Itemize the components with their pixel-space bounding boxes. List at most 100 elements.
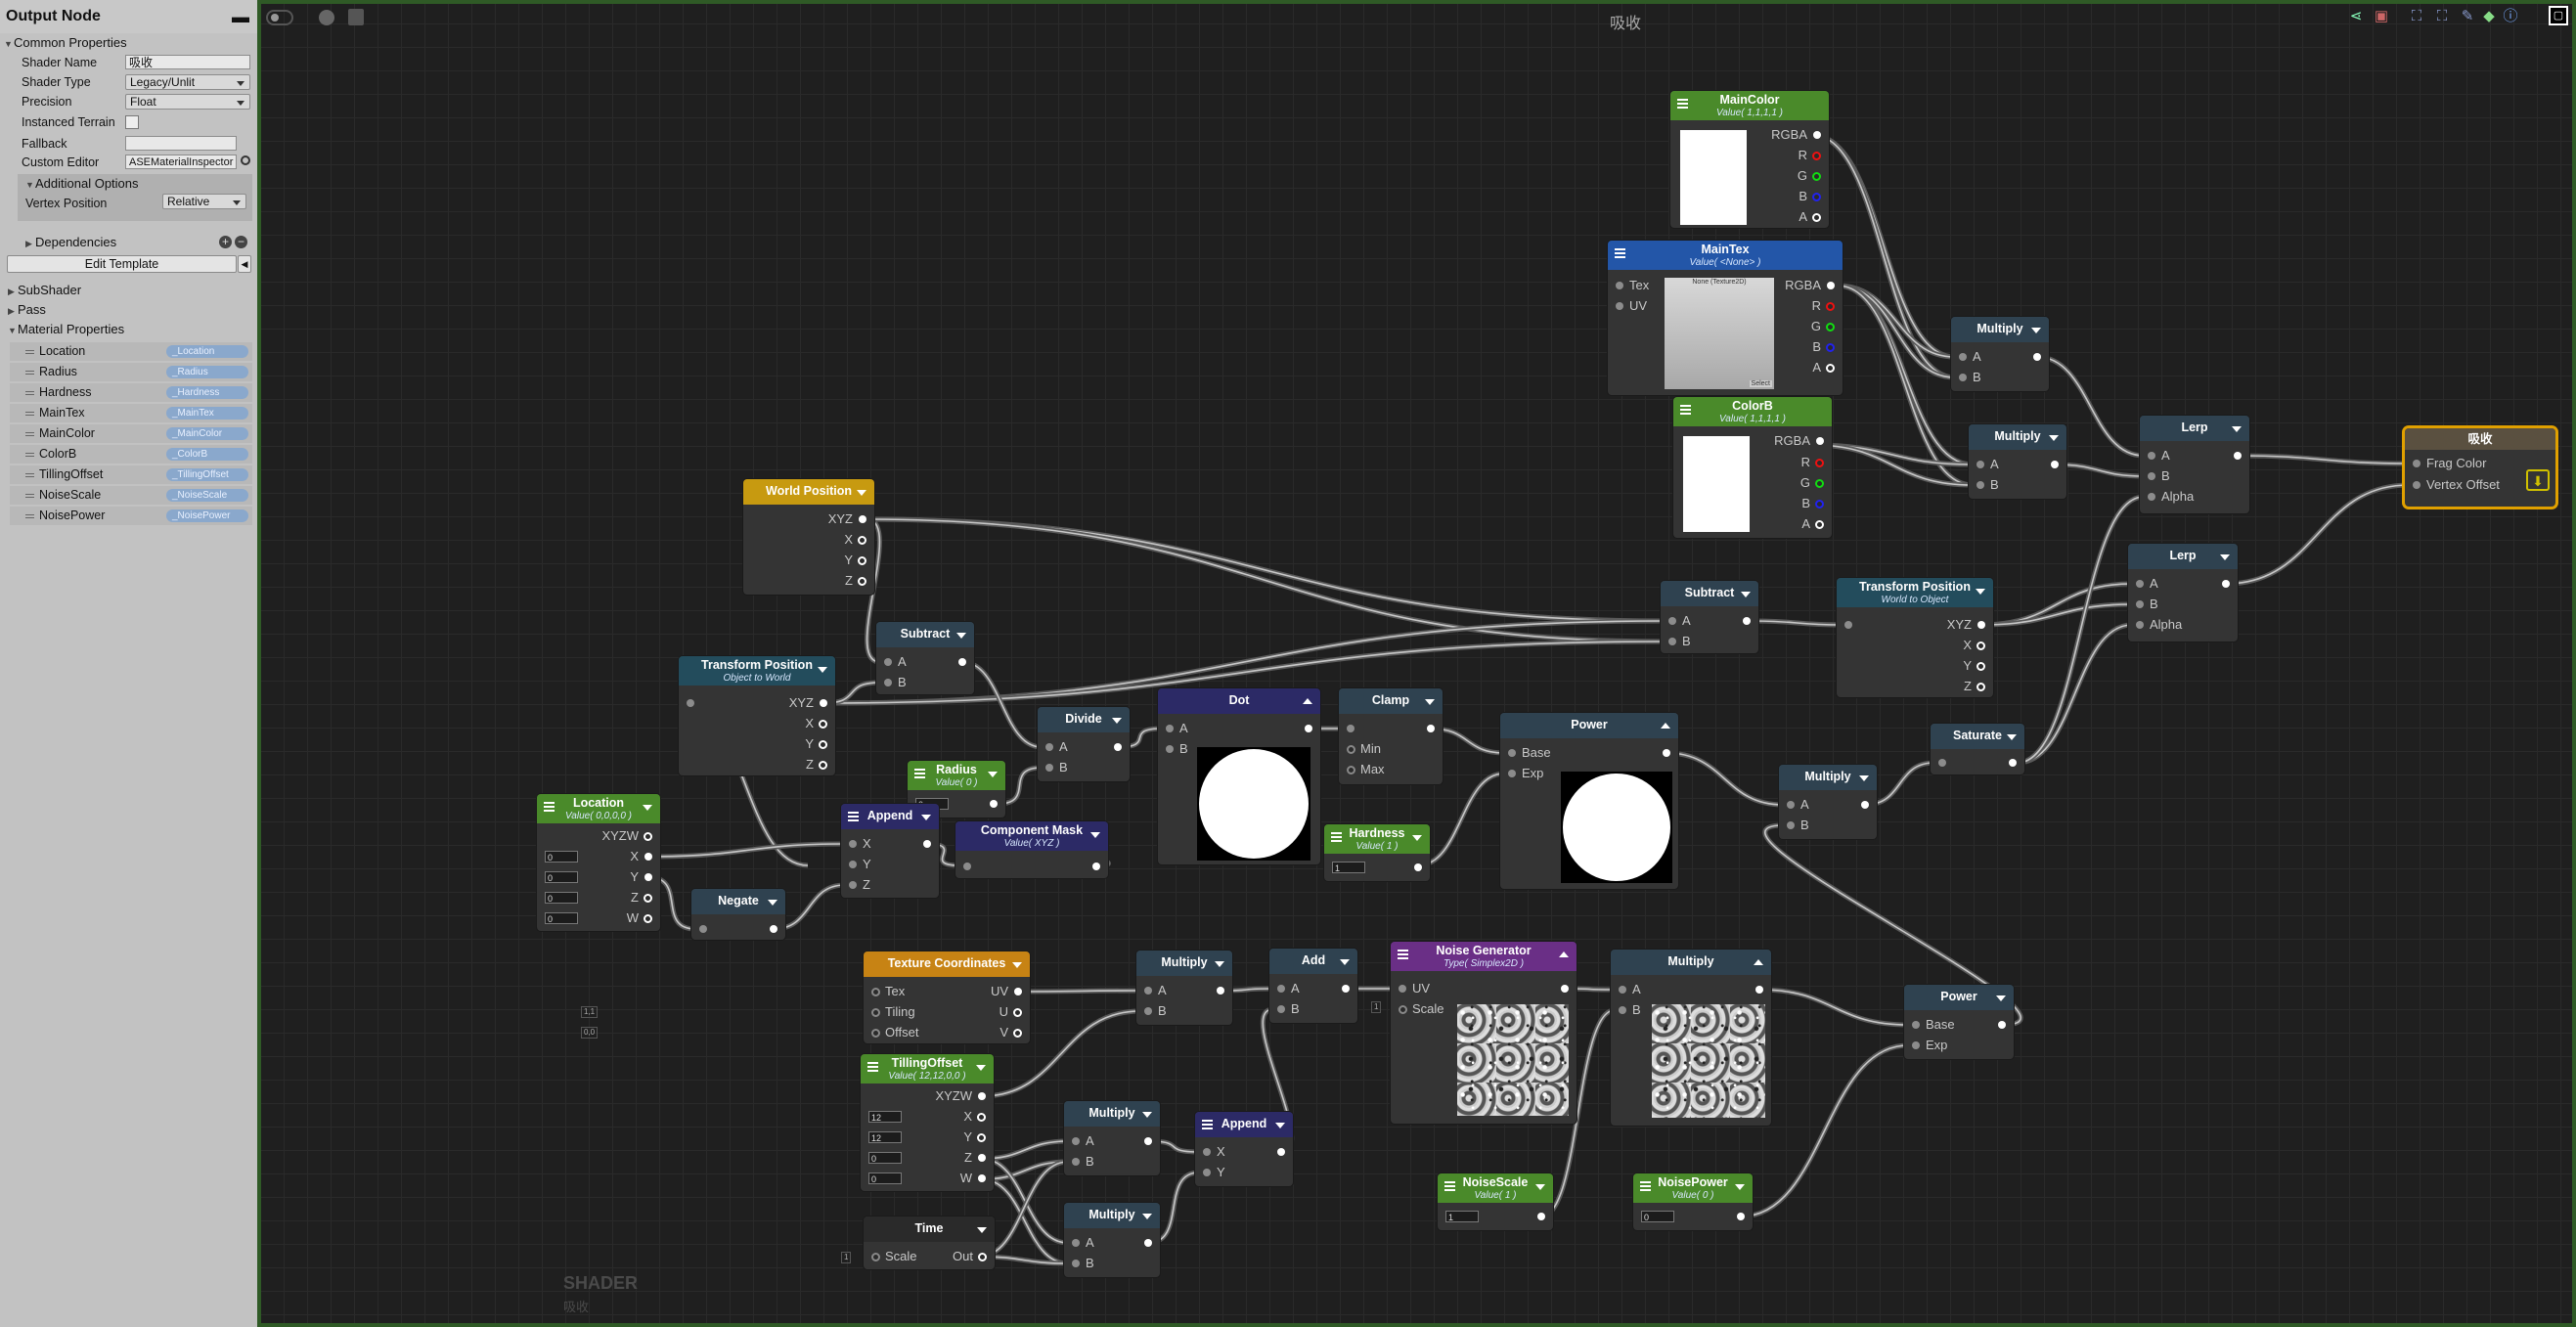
add-icon[interactable]: +	[219, 236, 232, 248]
wire[interactable]	[961, 661, 1043, 748]
node-header[interactable]: Append	[1195, 1112, 1293, 1137]
input-pin[interactable]	[1166, 745, 1174, 753]
chevron-down-icon[interactable]	[1090, 832, 1100, 838]
node-multiply-6[interactable]: Multiply A B	[1064, 1101, 1160, 1175]
wire[interactable]	[2237, 455, 2410, 464]
shader-icon[interactable]: ◆	[2483, 8, 2495, 24]
wire[interactable]	[1980, 603, 2133, 626]
input-pin[interactable]	[1277, 1005, 1285, 1013]
node-header[interactable]: 吸收	[2405, 428, 2555, 450]
output-pin[interactable]	[2051, 461, 2059, 468]
material-property-row[interactable]: NoisePower_NoisePower	[10, 507, 252, 525]
chevron-down-icon[interactable]	[2007, 734, 2017, 740]
output-pin[interactable]	[1826, 302, 1835, 311]
value-field[interactable]: 0	[545, 871, 578, 883]
additional-options-header[interactable]: ▼Additional Options	[22, 174, 139, 193]
output-pin[interactable]	[1815, 520, 1824, 529]
input-pin[interactable]	[1045, 743, 1053, 751]
output-pin[interactable]	[1144, 1137, 1152, 1145]
remove-icon[interactable]: −	[235, 236, 247, 248]
menu-icon[interactable]	[867, 1062, 878, 1064]
output-pin[interactable]	[1826, 364, 1835, 373]
wire[interactable]	[997, 767, 1043, 805]
output-pin[interactable]	[1815, 500, 1824, 509]
material-property-row[interactable]: MainColor_MainColor	[10, 424, 252, 443]
dependencies-header[interactable]: ▶Dependencies	[22, 233, 116, 251]
drag-handle-icon[interactable]	[25, 453, 34, 454]
material-property-reference[interactable]: _NoiseScale	[166, 489, 248, 502]
chevron-down-icon[interactable]	[1142, 1214, 1152, 1219]
chevron-down-icon[interactable]	[977, 1227, 987, 1233]
output-pin[interactable]	[858, 577, 866, 586]
menu-icon[interactable]	[544, 802, 555, 804]
chevron-down-icon[interactable]	[1735, 1184, 1745, 1190]
output-pin[interactable]	[819, 761, 827, 770]
output-pin[interactable]	[644, 832, 652, 841]
menu-icon[interactable]	[848, 812, 859, 814]
input-pin[interactable]	[1203, 1169, 1211, 1176]
input-pin[interactable]	[1959, 374, 1967, 381]
material-property-row[interactable]: Location_Location	[10, 342, 252, 361]
drag-handle-icon[interactable]	[25, 350, 34, 351]
output-pin[interactable]	[644, 853, 652, 861]
output-pin[interactable]	[990, 800, 998, 808]
output-pin[interactable]	[1013, 1008, 1022, 1017]
input-pin[interactable]	[1912, 1041, 1920, 1049]
node-add[interactable]: Add A B	[1269, 949, 1357, 1023]
output-pin[interactable]	[958, 658, 966, 666]
input-pin[interactable]	[1787, 801, 1795, 809]
output-pin[interactable]	[2033, 353, 2041, 361]
material-property-reference[interactable]: _Hardness	[166, 386, 248, 399]
output-pin[interactable]	[1812, 193, 1821, 201]
chevron-down-icon[interactable]	[818, 667, 827, 673]
texture-slot[interactable]: None (Texture2D) Select	[1665, 278, 1774, 389]
wire[interactable]	[822, 641, 1666, 704]
menu-icon[interactable]	[1640, 1181, 1651, 1183]
node-header[interactable]: Add	[1269, 949, 1357, 974]
output-pin[interactable]	[1755, 986, 1763, 994]
common-properties-header[interactable]: ▼Common Properties	[0, 33, 253, 52]
wire[interactable]	[1740, 1044, 1909, 1217]
minimize-icon[interactable]: ▬	[232, 7, 249, 26]
wire[interactable]	[2036, 356, 2145, 457]
menu-icon[interactable]	[1680, 405, 1691, 407]
toggle-icon[interactable]	[266, 10, 293, 25]
output-pin[interactable]	[819, 740, 827, 749]
input-pin[interactable]	[1144, 987, 1152, 995]
node-multiply-5[interactable]: Multiply A B	[1611, 950, 1771, 1126]
node-lerp-1[interactable]: Lerp A B Alpha	[2140, 416, 2249, 513]
output-pin[interactable]	[1013, 1029, 1022, 1038]
material-property-row[interactable]: MainTex_MainTex	[10, 404, 252, 422]
input-pin[interactable]	[1668, 638, 1676, 645]
chevron-down-icon[interactable]	[1976, 589, 1985, 595]
chevron-down-icon[interactable]	[1741, 592, 1751, 597]
input-pin[interactable]	[2148, 493, 2155, 501]
wire[interactable]	[647, 843, 846, 858]
camera-icon[interactable]: ▣	[2374, 8, 2389, 24]
output-pin[interactable]	[1998, 1021, 2006, 1029]
input-pin[interactable]	[2136, 600, 2144, 608]
document-icon[interactable]	[348, 9, 364, 25]
input-pin[interactable]	[1045, 764, 1053, 772]
chevron-down-icon[interactable]	[1412, 835, 1422, 841]
node-time[interactable]: Time Scale Out	[864, 1216, 995, 1269]
input-pin[interactable]	[1072, 1137, 1080, 1145]
output-pin[interactable]	[978, 1174, 986, 1182]
chevron-down-icon[interactable]	[1859, 775, 1869, 781]
value-field[interactable]: 0	[545, 851, 578, 863]
material-property-row[interactable]: Hardness_Hardness	[10, 383, 252, 402]
wire[interactable]	[981, 1010, 1141, 1097]
wire[interactable]	[981, 1140, 1069, 1160]
chevron-up-icon[interactable]	[1559, 951, 1569, 957]
node-header[interactable]: Multiply	[1951, 317, 2049, 342]
input-pin[interactable]	[2136, 580, 2144, 588]
shader-name-field[interactable]: 吸收	[125, 55, 250, 69]
